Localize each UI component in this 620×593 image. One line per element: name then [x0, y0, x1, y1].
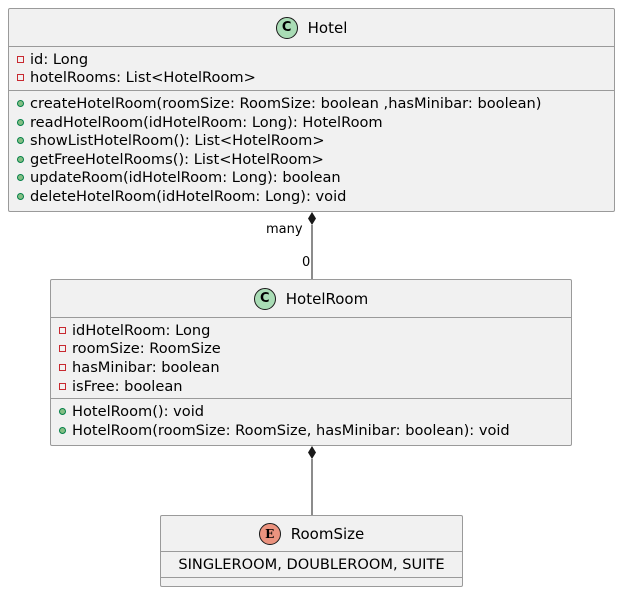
hotelroom-composition-diamond — [308, 446, 316, 459]
hotel-class-name: Hotel — [307, 18, 348, 37]
field-row: hasMinibar: boolean — [59, 358, 571, 377]
method-row: HotelRoom(): void — [59, 402, 571, 421]
public-visibility-icon — [59, 426, 66, 434]
roomsize-enum-header: E RoomSize — [161, 516, 462, 552]
public-visibility-icon — [17, 137, 24, 145]
private-visibility-icon — [59, 382, 66, 390]
method-row: updateRoom(idHotelRoom: Long): boolean — [17, 169, 614, 188]
hotel-class-header: C Hotel — [9, 9, 614, 47]
public-visibility-icon — [17, 155, 24, 163]
roomsize-enum-name: RoomSize — [290, 524, 365, 543]
field-text: hotelRooms: List<HotelRoom> — [30, 69, 256, 87]
public-visibility-icon — [17, 174, 24, 182]
hotelroom-class[interactable]: C HotelRoom idHotelRoom: Long roomSize: … — [50, 279, 572, 446]
zero-multiplicity-label: 0 — [302, 255, 311, 270]
hotel-fields: id: Long hotelRooms: List<HotelRoom> — [9, 47, 614, 90]
method-row: readHotelRoom(idHotelRoom: Long): HotelR… — [17, 113, 614, 132]
hotelroom-class-name: HotelRoom — [285, 289, 369, 308]
roomsize-enum[interactable]: E RoomSize SINGLEROOM, DOUBLEROOM, SUITE — [160, 515, 463, 587]
method-text: showListHotelRoom(): List<HotelRoom> — [30, 132, 325, 150]
method-text: getFreeHotelRooms(): List<HotelRoom> — [30, 150, 324, 168]
field-row: roomSize: RoomSize — [59, 340, 571, 359]
roomsize-enum-values: SINGLEROOM, DOUBLEROOM, SUITE — [161, 552, 462, 578]
hotel-methods: createHotelRoom(roomSize: RoomSize: bool… — [9, 90, 614, 209]
method-text: HotelRoom(): void — [72, 403, 205, 421]
method-row: deleteHotelRoom(idHotelRoom: Long): void — [17, 187, 614, 206]
field-text: idHotelRoom: Long — [72, 321, 211, 339]
hotel-class[interactable]: C Hotel id: Long hotelRooms: List<HotelR… — [8, 8, 615, 212]
public-visibility-icon — [59, 408, 66, 416]
class-c-icon: C — [253, 287, 276, 310]
method-row: showListHotelRoom(): List<HotelRoom> — [17, 131, 614, 150]
method-row: createHotelRoom(roomSize: RoomSize: bool… — [17, 94, 614, 113]
private-visibility-icon — [59, 363, 66, 371]
method-row: HotelRoom(roomSize: RoomSize, hasMinibar… — [59, 421, 571, 440]
field-row: isFree: boolean — [59, 377, 571, 396]
field-text: hasMinibar: boolean — [72, 358, 220, 376]
method-text: HotelRoom(roomSize: RoomSize, hasMinibar… — [72, 421, 510, 439]
method-text: readHotelRoom(idHotelRoom: Long): HotelR… — [30, 113, 383, 131]
method-text: updateRoom(idHotelRoom: Long): boolean — [30, 169, 341, 187]
private-visibility-icon — [17, 55, 24, 63]
private-visibility-icon — [59, 326, 66, 334]
public-visibility-icon — [17, 99, 24, 107]
hotelroom-class-header: C HotelRoom — [51, 280, 571, 318]
field-row: hotelRooms: List<HotelRoom> — [17, 69, 614, 88]
hotelroom-methods: HotelRoom(): void HotelRoom(roomSize: Ro… — [51, 398, 571, 442]
field-row: idHotelRoom: Long — [59, 321, 571, 340]
many-multiplicity-label: many — [266, 222, 303, 237]
field-text: id: Long — [30, 50, 89, 68]
private-visibility-icon — [17, 74, 24, 82]
public-visibility-icon — [17, 192, 24, 200]
field-text: roomSize: RoomSize — [72, 340, 221, 358]
method-text: deleteHotelRoom(idHotelRoom: Long): void — [30, 187, 347, 205]
field-text: isFree: boolean — [72, 377, 183, 395]
class-c-icon: C — [275, 16, 298, 39]
enum-e-icon: E — [258, 522, 281, 545]
method-text: createHotelRoom(roomSize: RoomSize: bool… — [30, 94, 542, 112]
method-row: getFreeHotelRooms(): List<HotelRoom> — [17, 150, 614, 169]
private-visibility-icon — [59, 345, 66, 353]
hotel-composition-diamond — [308, 212, 316, 225]
public-visibility-icon — [17, 118, 24, 126]
field-row: id: Long — [17, 50, 614, 69]
hotelroom-fields: idHotelRoom: Long roomSize: RoomSize has… — [51, 318, 571, 398]
